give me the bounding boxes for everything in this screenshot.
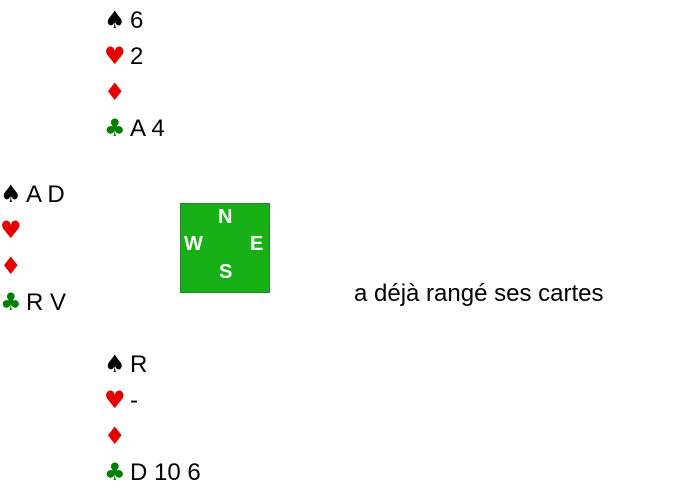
west-clubs-cards: R V bbox=[26, 289, 67, 316]
west-spades-cards: A D bbox=[26, 181, 65, 208]
west-clubs-row: ♣R V bbox=[0, 284, 66, 320]
north-diamonds-row: ♦ bbox=[104, 74, 165, 110]
north-hand: ♠6 ♥2 ♦ ♣A 4 bbox=[104, 2, 165, 146]
north-spades-cards: 6 bbox=[130, 7, 144, 34]
spade-icon: ♠ bbox=[104, 350, 126, 378]
south-hand: ♠R ♥- ♦ ♣D 10 6 bbox=[104, 346, 201, 490]
west-spades-row: ♠A D bbox=[0, 176, 66, 212]
diamond-icon: ♦ bbox=[104, 422, 126, 450]
club-icon: ♣ bbox=[0, 288, 22, 316]
spade-icon: ♠ bbox=[0, 180, 22, 208]
north-hearts-row: ♥2 bbox=[104, 38, 165, 74]
club-icon: ♣ bbox=[104, 114, 126, 142]
diamond-icon: ♦ bbox=[0, 252, 22, 280]
north-clubs-row: ♣A 4 bbox=[104, 110, 165, 146]
south-hearts-row: ♥- bbox=[104, 382, 201, 418]
compass-south-label: S bbox=[219, 261, 233, 283]
diamond-icon: ♦ bbox=[104, 78, 126, 106]
heart-icon: ♥ bbox=[0, 216, 22, 244]
compass-west-label: W bbox=[184, 233, 203, 255]
north-clubs-cards: A 4 bbox=[130, 115, 165, 142]
west-hand: ♠A D ♥ ♦ ♣R V bbox=[0, 176, 66, 320]
heart-icon: ♥ bbox=[104, 42, 126, 70]
north-spades-row: ♠6 bbox=[104, 2, 165, 38]
compass-east-label: E bbox=[250, 233, 264, 255]
south-clubs-row: ♣D 10 6 bbox=[104, 454, 201, 490]
west-hearts-row: ♥ bbox=[0, 212, 66, 248]
club-icon: ♣ bbox=[104, 458, 126, 486]
north-hearts-cards: 2 bbox=[130, 43, 144, 70]
compass-north-label: N bbox=[218, 206, 233, 228]
south-spades-cards: R bbox=[130, 351, 148, 378]
south-clubs-cards: D 10 6 bbox=[130, 459, 201, 486]
west-diamonds-row: ♦ bbox=[0, 248, 66, 284]
south-hearts-cards: - bbox=[130, 387, 138, 414]
east-note: a déjà rangé ses cartes bbox=[354, 280, 604, 307]
heart-icon: ♥ bbox=[104, 386, 126, 414]
south-diamonds-row: ♦ bbox=[104, 418, 201, 454]
south-spades-row: ♠R bbox=[104, 346, 201, 382]
spade-icon: ♠ bbox=[104, 6, 126, 34]
compass-box: N W E S bbox=[180, 203, 270, 293]
